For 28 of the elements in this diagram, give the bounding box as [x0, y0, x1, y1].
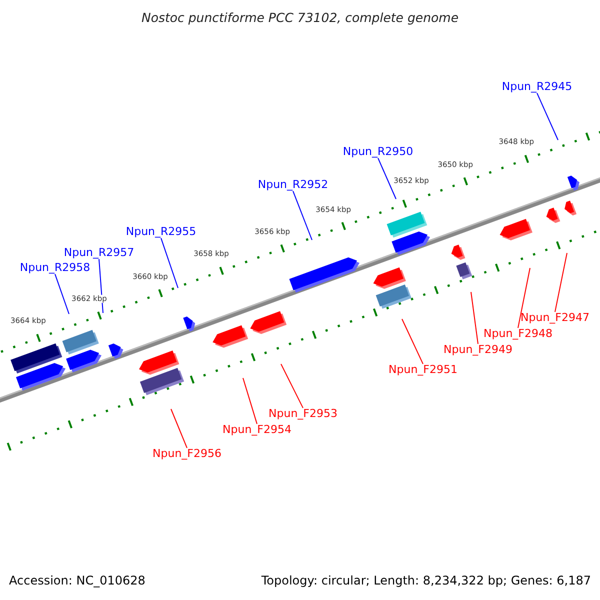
gene-label: Npun_F2949 [444, 344, 512, 356]
accession-text: Accession: NC_010628 [9, 574, 146, 588]
leader-line [280, 364, 304, 408]
leader-line [170, 408, 188, 448]
leader-line [536, 92, 558, 140]
gene-label: Npun_R2955 [126, 226, 196, 238]
genome-info-text: Topology: circular; Length: 8,234,322 bp; Genes: 6,187 [261, 574, 591, 588]
title: Nostoc punctiforme PCC 73102, complete genome [141, 11, 459, 25]
gene-label: Npun_R2952 [258, 178, 328, 192]
gene-label: Npun_F2951 [388, 364, 458, 376]
gene-label: Npun_F2947 [520, 312, 590, 324]
gene-label: Npun_R2957 [64, 246, 134, 260]
gene-label: Npun_R2958 [20, 262, 90, 274]
gene-label: Npun_F2948 [484, 328, 552, 340]
leader-line [54, 274, 70, 314]
leader-line [378, 158, 396, 200]
leader-line [292, 190, 312, 240]
gene-label: Npun_R2950 [342, 146, 414, 158]
leader-line [518, 268, 530, 328]
gene-label: Npun_F2956 [152, 448, 222, 460]
leader-line [402, 318, 424, 364]
gene-label: Npun_F2954 [222, 424, 292, 436]
gene-label: Npun_R2945 [502, 80, 572, 94]
leader-line [554, 252, 568, 312]
gene-label: Npun_F2953 [268, 408, 338, 420]
leader-line [160, 238, 178, 288]
leader-line [242, 378, 258, 424]
leader-line [470, 292, 478, 344]
